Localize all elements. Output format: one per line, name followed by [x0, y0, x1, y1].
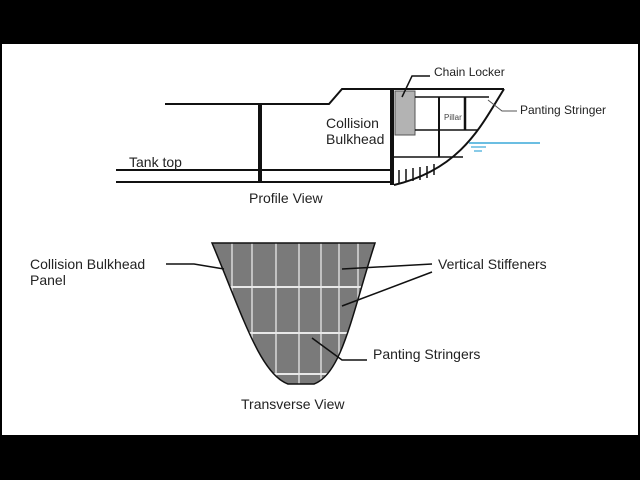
tank-top-label: Tank top: [129, 154, 182, 170]
bulkhead-panel: [212, 243, 375, 384]
panel-label-line1: Collision Bulkhead: [30, 256, 146, 272]
vertical-stiffeners-leader-1: [341, 263, 433, 270]
panel-label-line2: Panel: [30, 272, 66, 288]
vertical-stiffeners-label: Vertical Stiffeners: [438, 256, 547, 272]
panting-stringer-label: Panting Stringer: [520, 103, 607, 117]
profile-view-caption: Profile View: [249, 190, 323, 206]
panting-stringer-leader: [487, 99, 517, 112]
transverse-view-caption: Transverse View: [241, 396, 345, 412]
chain-locker-leader: [401, 75, 430, 98]
floor-stiffeners: [398, 164, 435, 183]
diagram-canvas: Tank top Collision Bulkhead Chain Locker…: [2, 44, 638, 435]
chain-locker: [394, 90, 416, 136]
pillar-label: Pillar: [444, 113, 462, 122]
bow-stem: [393, 88, 505, 186]
main-deck-line: [165, 88, 392, 105]
panting-stringers-label: Panting Stringers: [373, 346, 481, 362]
panel-leader: [166, 263, 225, 270]
chain-locker-label: Chain Locker: [434, 65, 505, 79]
collision-bulkhead-label-line2: Bulkhead: [326, 131, 385, 147]
diagram-svg: [116, 75, 540, 385]
collision-bulkhead-label-line1: Collision: [326, 115, 379, 131]
vertical-stiffeners-leader-2: [341, 271, 433, 307]
panting-stringers-leader: [311, 337, 367, 361]
panel-outline: [210, 242, 377, 385]
